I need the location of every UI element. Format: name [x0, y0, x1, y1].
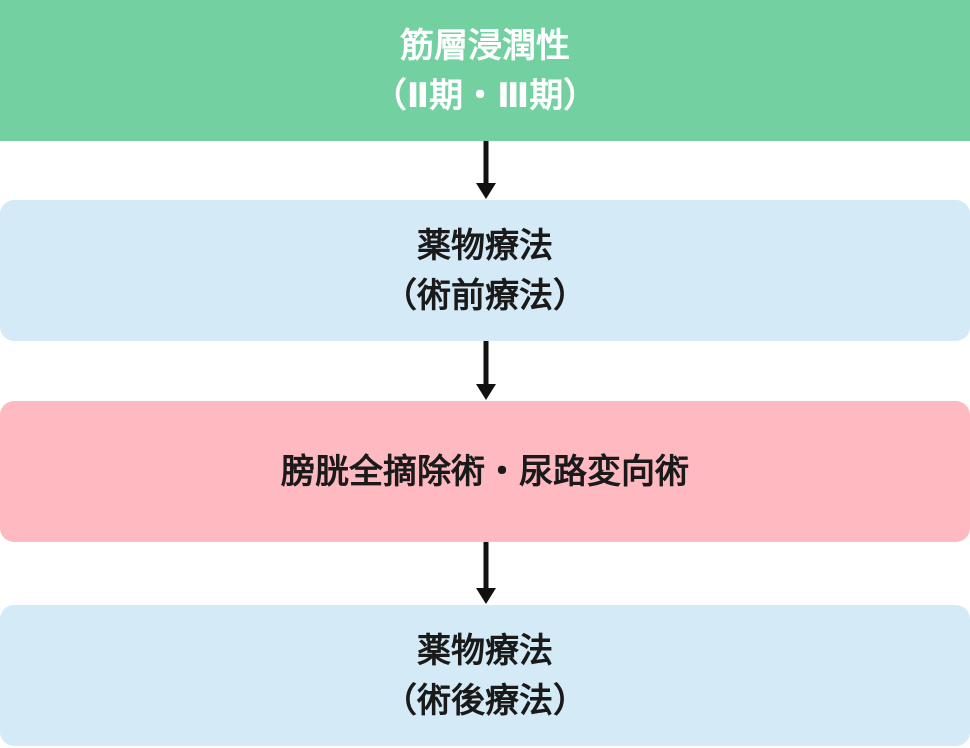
arrow-down-icon	[475, 141, 497, 200]
drug-therapy-label: 薬物療法	[417, 630, 553, 671]
stage-header: 筋層浸潤性 （Ⅱ期・Ⅲ期）	[0, 0, 970, 141]
stage-title: 筋層浸潤性	[400, 25, 570, 66]
cystectomy-box: 膀胱全摘除術・尿路変向術	[0, 401, 970, 542]
arrow-down-icon	[475, 341, 497, 401]
postoperative-label: （術後療法）	[383, 680, 587, 721]
preoperative-drug-therapy-box: 薬物療法 （術前療法）	[0, 200, 970, 341]
drug-therapy-label: 薬物療法	[417, 225, 553, 266]
postoperative-drug-therapy-box: 薬物療法 （術後療法）	[0, 605, 970, 746]
preoperative-label: （術前療法）	[383, 275, 587, 316]
arrow-down-icon	[475, 542, 497, 605]
cystectomy-label: 膀胱全摘除術・尿路変向術	[281, 451, 689, 492]
stage-subtitle: （Ⅱ期・Ⅲ期）	[372, 75, 598, 116]
